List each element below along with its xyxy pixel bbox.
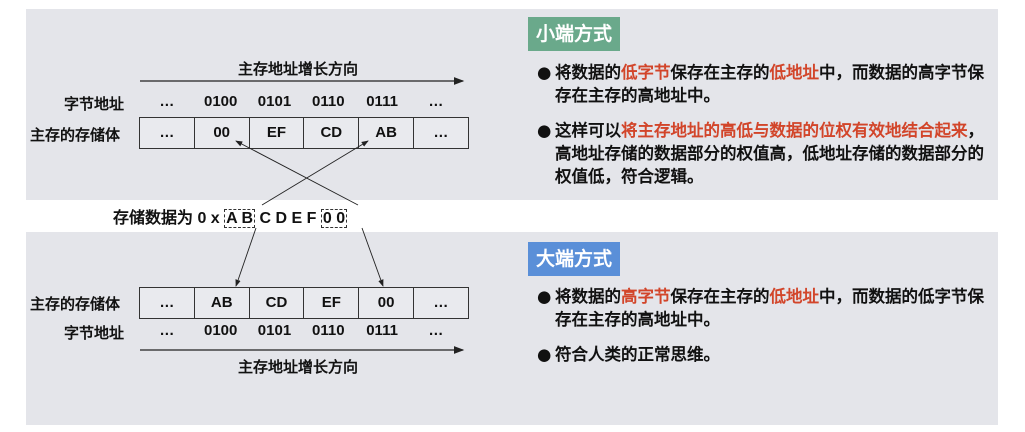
big-endian-panel xyxy=(26,232,998,425)
address-row-bottom: … 0100 0101 0110 0111 … xyxy=(140,322,463,339)
memory-row-bottom: … AB CD EF 00 … xyxy=(139,287,469,319)
memory-label-top: 主存的存储体 xyxy=(30,126,121,144)
address-cell: 0110 xyxy=(312,322,345,339)
bullet-text: 将数据的低字节保存在主存的低地址中，而数据的高字节保存在主存的高地址中。 xyxy=(555,61,987,107)
arrow-ab-to-bottom xyxy=(235,227,257,287)
memory-cell: EF xyxy=(303,287,360,319)
big-endian-bullet-2: ● 符合人类的正常思维。 xyxy=(537,343,987,366)
stored-data: 存储数据为 0 x A B C D E F 0 0 xyxy=(113,204,348,228)
text-segment: 这样可以 xyxy=(555,121,621,140)
text-segment: 保存在主存的 xyxy=(670,287,770,306)
address-label-bottom: 字节地址 xyxy=(64,324,125,342)
highlight-text: 高字节 xyxy=(621,287,671,306)
bullet-text: 这样可以将主存地址的高低与数据的位权有效地结合起来，高地址存储的数据部分的权值高… xyxy=(555,119,987,188)
address-cell: 0100 xyxy=(204,93,238,110)
address-cell: 0101 xyxy=(257,93,292,110)
address-cell: 0111 xyxy=(366,93,398,110)
bullet-icon: ● xyxy=(537,63,552,82)
low-byte-box: 0 0 xyxy=(320,209,348,228)
high-byte-box: A B xyxy=(224,209,256,228)
highlight-text: 低地址 xyxy=(769,287,820,306)
bullet-text: 符合人类的正常思维。 xyxy=(555,343,987,366)
little-endian-panel xyxy=(26,9,998,200)
address-cell: 0100 xyxy=(204,322,238,339)
bullet-icon: ● xyxy=(537,121,552,140)
big-endian-badge: 大端方式 xyxy=(528,242,621,276)
address-cell: 0101 xyxy=(257,322,292,339)
memory-cell: … xyxy=(412,287,469,319)
memory-cell: AB xyxy=(193,287,250,319)
text-segment: 符合人类的正常思维。 xyxy=(555,345,720,364)
address-label-top: 字节地址 xyxy=(64,95,125,113)
stored-data-middle: C D E F xyxy=(255,210,321,227)
direction-label-bottom: 主存地址增长方向 xyxy=(238,358,359,376)
text-segment: 中，而数据的低字节保存在主存的高地址中。 xyxy=(555,287,984,329)
text-segment: 中，而数据的高字节保存在主存的高地址中。 xyxy=(555,63,984,105)
big-endian-bullet-1: ● 将数据的高字节保存在主存的低地址中，而数据的低字节保存在主存的高地址中。 xyxy=(537,285,987,331)
address-row-top: … 0100 0101 0110 0111 … xyxy=(140,93,463,110)
bullet-icon: ● xyxy=(537,345,552,364)
memory-cell: … xyxy=(412,117,469,149)
little-endian-badge: 小端方式 xyxy=(528,17,621,51)
highlight-text: 低字节 xyxy=(621,63,671,82)
bullet-text: 将数据的高字节保存在主存的低地址中，而数据的低字节保存在主存的高地址中。 xyxy=(555,285,987,331)
memory-cell: CD xyxy=(303,117,360,149)
text-segment: 保存在主存的 xyxy=(670,63,770,82)
address-cell: … xyxy=(159,93,175,110)
bullet-icon: ● xyxy=(537,287,552,306)
arrow-00-to-top xyxy=(235,140,359,206)
little-endian-bullet-2: ● 这样可以将主存地址的高低与数据的位权有效地结合起来，高地址存储的数据部分的权… xyxy=(537,119,987,188)
address-cell: … xyxy=(428,93,444,110)
highlight-text: 将主存地址的高低与数据的位权有效地结合起来 xyxy=(621,121,968,140)
memory-cell: … xyxy=(139,287,195,319)
memory-row-top: … 00 EF CD AB … xyxy=(139,117,469,149)
address-cell: … xyxy=(428,322,444,339)
address-cell: 0111 xyxy=(366,322,398,339)
text-segment: ，高地址存储的数据部分的权值高，低地址存储的数据部分的权值低，符合逻辑。 xyxy=(555,121,984,186)
text-segment: 将数据的 xyxy=(555,63,621,82)
highlight-text: 低地址 xyxy=(769,63,820,82)
address-cell: … xyxy=(159,322,175,339)
memory-cell: EF xyxy=(248,117,305,149)
text-segment: 将数据的 xyxy=(555,287,621,306)
arrow-ab-to-top xyxy=(261,140,369,206)
memory-cell: 00 xyxy=(358,287,414,319)
arrow-00-to-bottom xyxy=(361,227,384,287)
address-cell: 0110 xyxy=(312,93,345,110)
direction-label-top: 主存地址增长方向 xyxy=(238,60,359,78)
memory-label-bottom: 主存的存储体 xyxy=(30,295,121,313)
little-endian-bullet-1: ● 将数据的低字节保存在主存的低地址中，而数据的高字节保存在主存的高地址中。 xyxy=(537,61,987,107)
stored-data-prefix: 存储数据为 0 x xyxy=(113,210,225,227)
